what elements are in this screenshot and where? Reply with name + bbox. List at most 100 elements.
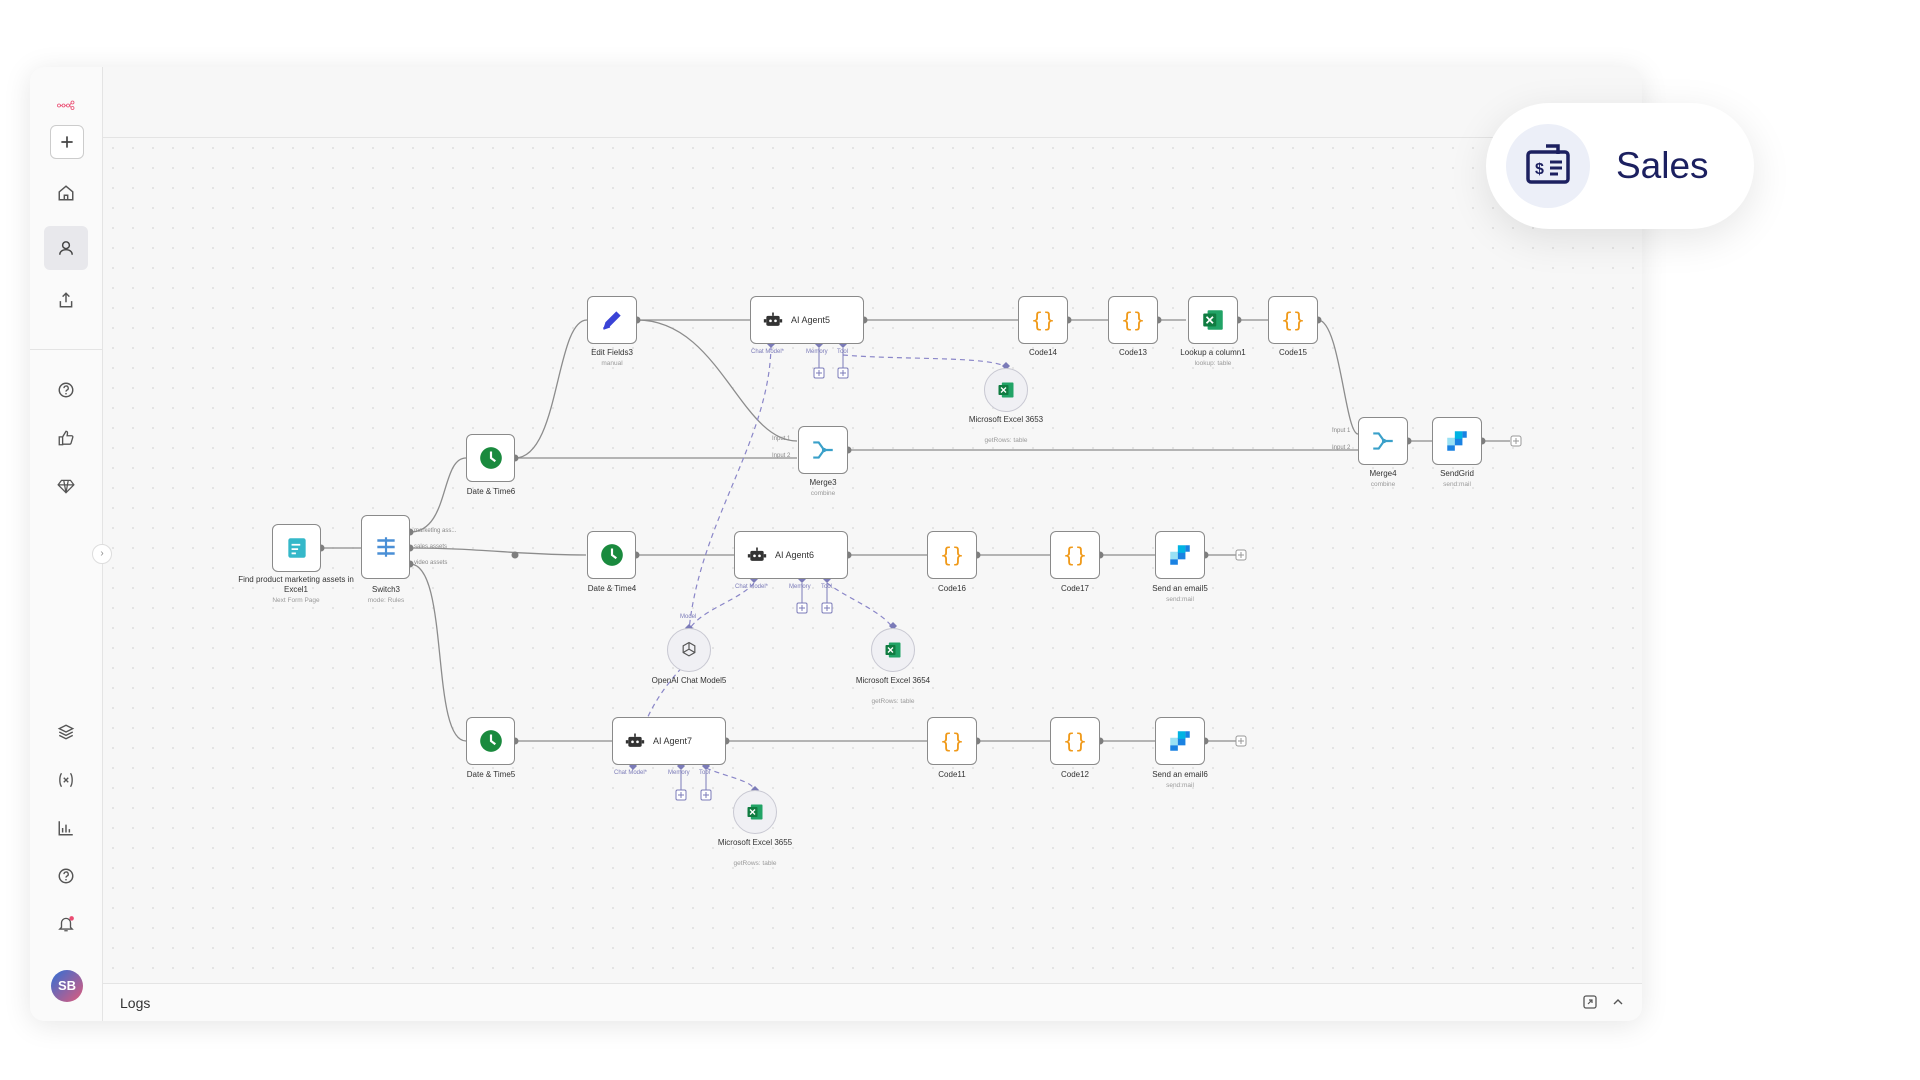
node-form-label: Find product marketing assets in Excel1 [238,575,354,594]
node-email5-label: Send an email5 [1152,584,1208,593]
merge4-input-2: Input 2 [1332,445,1351,451]
sidebar-divider [30,349,102,350]
robot-icon [625,733,645,747]
node-openai[interactable] [667,628,711,672]
node-merge3-sub: combine [810,490,836,497]
agent7-memory-port: Memory [668,770,690,776]
excel-icon [1200,307,1226,333]
excel-icon [745,802,765,822]
node-email6-label: Send an email6 [1152,770,1208,779]
robot-icon [747,547,767,561]
node-code15[interactable]: {} [1268,296,1318,344]
node-code14-label: Code14 [1028,348,1058,357]
node-merge3[interactable] [798,426,848,474]
code-icon: {} [1062,543,1088,567]
thumbs-up-icon[interactable] [48,420,84,456]
node-agent7-label: AI Agent7 [653,736,693,746]
node-dt6-label: Date & Time6 [466,487,516,496]
add-icon[interactable] [50,125,84,159]
excel-icon [996,380,1016,400]
node-code17[interactable]: {} [1050,531,1100,579]
chevron-up-icon[interactable] [1610,994,1626,1010]
node-agent6-label: AI Agent6 [775,550,815,560]
switch-icon [373,534,399,560]
help-icon[interactable] [48,372,84,408]
node-code16[interactable]: {} [927,531,977,579]
workflow-canvas[interactable] [103,138,1642,983]
node-code13[interactable]: {} [1108,296,1158,344]
excel-icon [883,640,903,660]
node-code11[interactable]: {} [927,717,977,765]
node-excel3653-sub: getRows: table [984,437,1028,444]
code-icon: {} [939,543,965,567]
node-email5[interactable] [1155,531,1205,579]
node-code15-label: Code15 [1278,348,1308,357]
logs-panel[interactable]: Logs [103,983,1642,1021]
node-merge3-label: Merge3 [809,478,837,487]
home-icon[interactable] [48,175,84,211]
sales-icon: $ [1526,144,1570,184]
node-agent6[interactable]: AI Agent6 [734,531,848,579]
node-excel3653[interactable] [984,368,1028,412]
top-bar [103,67,1642,138]
node-excel3654[interactable] [871,628,915,672]
popout-icon[interactable] [1582,994,1598,1010]
sidebar-collapse-button[interactable]: › [92,544,112,564]
form-icon [284,535,310,561]
node-switch[interactable] [361,515,410,579]
node-code16-label: Code16 [937,584,967,593]
agent5-chat-model-port: Chat Model* [751,349,785,355]
node-code13-label: Code13 [1118,348,1148,357]
robot-icon [763,312,783,326]
pencil-icon [599,307,625,333]
n8n-logo-icon[interactable] [48,87,84,123]
share-icon[interactable] [48,282,84,318]
node-agent5[interactable]: AI Agent5 [750,296,864,344]
variables-icon[interactable] [48,762,84,798]
merge3-input-2: Input 2 [772,453,791,459]
node-excel3655[interactable] [733,790,777,834]
code-icon: {} [1062,729,1088,753]
node-code11-label: Code11 [938,770,966,779]
node-sendgrid[interactable] [1432,417,1482,465]
sendgrid-icon [1167,728,1193,754]
agent7-chat-model-port: Chat Model* [614,770,648,776]
node-form[interactable] [272,524,321,572]
code-icon: {} [939,729,965,753]
user-icon[interactable] [44,226,88,270]
clock-icon [478,728,504,754]
node-email6[interactable] [1155,717,1205,765]
node-code12[interactable]: {} [1050,717,1100,765]
logs-title: Logs [120,995,151,1011]
node-edit3[interactable] [587,296,637,344]
node-sendgrid-label: SendGrid [1440,469,1474,478]
node-dt6[interactable] [466,434,515,482]
node-agent7[interactable]: AI Agent7 [612,717,726,765]
sidebar: SB [30,67,103,1021]
node-excel3654-label: Microsoft Excel 3654 [855,676,931,685]
sales-icon-circle: $ [1506,124,1590,208]
node-dt4-label: Date & Time4 [587,584,637,593]
switch-out-3: video assets [414,560,448,566]
bell-icon[interactable] [48,906,84,942]
node-merge4[interactable] [1358,417,1408,465]
app-window: SB Logs [30,67,1642,1021]
node-sendgrid-sub: send:mail [1443,481,1471,488]
diamond-icon[interactable] [48,468,84,504]
switch-out-1: marketing ass... [414,528,457,534]
agent6-chat-model-port: Chat Model* [735,584,769,590]
openai-model-port: Model [680,614,697,620]
node-dt4[interactable] [587,531,636,579]
merge-icon [810,437,836,463]
node-agent5-label: AI Agent5 [791,315,831,325]
templates-icon[interactable] [48,714,84,750]
agent5-memory-port: Memory [806,349,828,355]
node-code12-label: Code12 [1060,770,1090,779]
insights-icon[interactable] [48,810,84,846]
node-code14[interactable]: {} [1018,296,1068,344]
avatar[interactable]: SB [51,970,83,1002]
help-icon-2[interactable] [48,858,84,894]
sendgrid-icon [1167,542,1193,568]
node-dt5[interactable] [466,717,515,765]
node-lookup[interactable] [1188,296,1238,344]
